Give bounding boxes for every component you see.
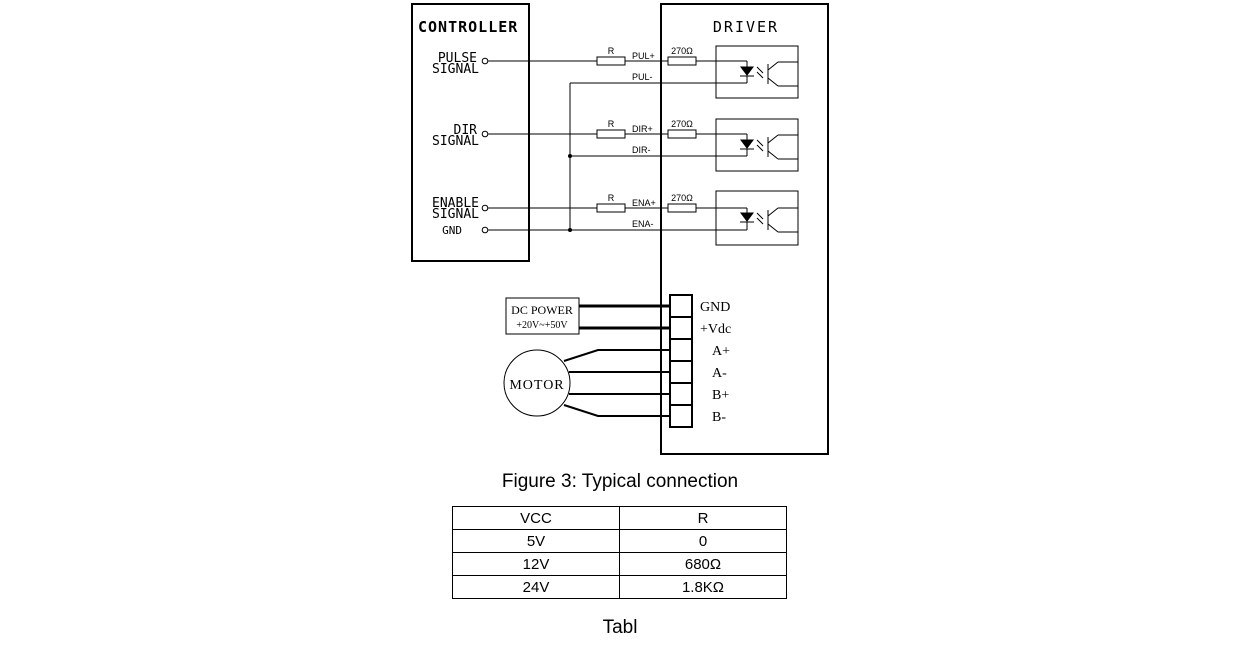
terminal-a-minus-label: A- xyxy=(712,366,727,381)
terminal-block xyxy=(669,294,693,428)
terminal-gnd-label: GND xyxy=(700,300,730,315)
table-header-vcc: VCC xyxy=(452,506,620,530)
ena-plus-label: ENA+ xyxy=(632,198,656,208)
internal-resistor-label-3: 270Ω xyxy=(671,193,693,203)
terminal-a-plus-label: A+ xyxy=(712,344,730,359)
pul-minus-label: PUL- xyxy=(632,72,653,82)
vcc-resistor-table: VCC R 5V 0 12V 680Ω 24V 1.8KΩ xyxy=(452,506,787,599)
internal-resistor-label-2: 270Ω xyxy=(671,119,693,129)
figure-caption: Figure 3: Typical connection xyxy=(501,471,739,492)
dc-power-label: DC POWER xyxy=(511,303,573,317)
table-cell: 0 xyxy=(619,529,787,553)
motor-label: MOTOR xyxy=(509,378,564,393)
table-cell: 12V xyxy=(452,552,620,576)
resistor-label-enable: R xyxy=(608,193,615,203)
pulse-signal-label-2: SIGNAL xyxy=(432,62,479,77)
pulse-signal-label-1: PULSE xyxy=(438,51,477,66)
table-caption: Tabl xyxy=(602,617,638,638)
table-header-row: VCC R xyxy=(452,506,787,530)
terminal-vdc-label: +Vdc xyxy=(700,322,731,337)
resistor-label-dir: R xyxy=(608,119,615,129)
table-row: 5V 0 xyxy=(452,529,787,553)
table-cell: 5V xyxy=(452,529,620,553)
dir-signal-label-2: SIGNAL xyxy=(432,134,479,149)
terminal-b-plus-label: B+ xyxy=(712,388,729,403)
junction-dots xyxy=(568,154,572,232)
optocoupler-pulse xyxy=(696,45,799,99)
table-cell: 1.8KΩ xyxy=(619,575,787,599)
ena-minus-label: ENA- xyxy=(632,219,654,229)
controller-gnd-label: GND xyxy=(442,224,462,237)
controller-title: CONTROLLER xyxy=(418,18,518,36)
motor-block: MOTOR xyxy=(503,349,670,417)
terminal-labels: GND +Vdc A+ A- B+ B- xyxy=(700,300,731,425)
pul-plus-label: PUL+ xyxy=(632,51,655,61)
dir-minus-label: DIR- xyxy=(632,145,651,155)
table-cell: 680Ω xyxy=(619,552,787,576)
external-resistors: R R R xyxy=(596,46,626,213)
driver-title: DRIVER xyxy=(713,18,779,36)
dir-plus-label: DIR+ xyxy=(632,124,653,134)
dir-signal-label-1: DIR xyxy=(454,123,478,138)
optocoupler-dir xyxy=(696,118,799,172)
internal-resistors: 270Ω 270Ω 270Ω xyxy=(667,46,697,213)
controller-block: CONTROLLER PULSE SIGNAL DIR SIGNAL ENABL… xyxy=(411,3,530,262)
table-row: 24V 1.8KΩ xyxy=(452,575,787,599)
signal-wiring xyxy=(488,60,668,231)
dc-power-block: DC POWER +20V~+50V xyxy=(505,297,670,335)
terminal-b-minus-label: B- xyxy=(712,410,726,425)
enable-signal-label-2: SIGNAL xyxy=(432,207,479,222)
optocoupler-enable xyxy=(696,190,799,246)
table-header-r: R xyxy=(619,506,787,530)
internal-resistor-label-1: 270Ω xyxy=(671,46,693,56)
connection-diagram: CONTROLLER PULSE SIGNAL DIR SIGNAL ENABL… xyxy=(411,3,829,455)
dc-power-voltage-label: +20V~+50V xyxy=(516,320,568,331)
driver-input-labels: PUL+ PUL- DIR+ DIR- ENA+ ENA- xyxy=(632,51,656,229)
table-row: 12V 680Ω xyxy=(452,552,787,576)
resistor-label-pulse: R xyxy=(608,46,615,56)
table-cell: 24V xyxy=(452,575,620,599)
driver-block: DRIVER xyxy=(660,3,829,455)
enable-signal-label-1: ENABLE xyxy=(432,196,479,211)
